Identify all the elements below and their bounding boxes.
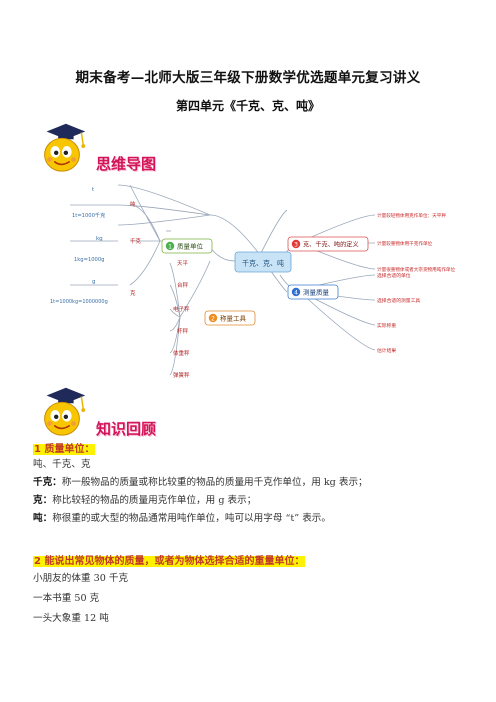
branch-method-node: [287, 284, 339, 300]
def-item: 计量很重物体或者大宗货物用吨作单位: [377, 266, 456, 273]
method-item: 选择合适的单位: [377, 272, 411, 279]
k1-line1: 千克：称一般物品的质量或称比较重的物品的质量用千克作单位，用 kg 表示；: [33, 477, 368, 488]
page-title: 期末备考—北师大版三年级下册数学优选题单元复习讲义: [75, 70, 421, 86]
unit-node-kg: 千克: [130, 237, 142, 245]
svg-text:4: 4: [294, 290, 298, 297]
k2-heading: 2 能说出常见物体的质量，或者为物体选择合适的重量单位：: [33, 556, 306, 567]
method-item: 估计结果: [377, 347, 396, 354]
section-mindmap-title: 思维导图: [96, 155, 157, 173]
unit-t: t: [92, 187, 95, 193]
svg-text:3: 3: [294, 242, 298, 249]
tool-item: 杆秤: [177, 327, 189, 335]
branch-tools-label: 称量工具: [220, 314, 247, 323]
tool-item: 天平: [177, 260, 189, 267]
def-item: 计量较轻物体用克作单位：天平秤: [377, 212, 446, 219]
svg-text:1: 1: [168, 244, 172, 251]
method-item: 实际称重: [377, 322, 396, 329]
unit-rel-ton: 1t=1000千克: [72, 211, 105, 219]
def-item: 计量较重物体用千克作单位: [377, 240, 433, 247]
k1-line2: 克：称比较轻的物品的质量用克作单位，用 g 表示；: [33, 495, 257, 506]
unit-node-ton: 吨: [130, 200, 136, 208]
k2-line: 一头大象重 12 吨: [33, 613, 109, 624]
mind-map: 千克、克、吨 1 质量单位 t 吨 1t=1000千克 kg 千克 1kg=10…: [50, 184, 456, 379]
svg-text:2: 2: [211, 316, 215, 323]
branch-defs-label: 克、千克、吨的定义: [303, 241, 359, 249]
branch-defs-node: [287, 236, 369, 252]
mindmap-center-label: 千克、克、吨: [242, 259, 284, 268]
tool-item: 体重秤: [173, 349, 190, 357]
section-review-title: 知识回顾: [96, 420, 157, 438]
tool-item: 弹簧秤: [173, 371, 190, 379]
unit-g: g: [92, 279, 96, 285]
unit-node-g: 克: [130, 290, 136, 297]
method-item: 选择合适的测量工具: [377, 297, 420, 304]
k1-heading: 1 质量单位：: [33, 444, 96, 455]
branch-units-number: [165, 241, 175, 251]
tool-item: 台秤: [177, 281, 189, 289]
branch-units-node: [161, 238, 213, 254]
branch-tools-node: [204, 310, 256, 326]
mindmap-center-node: [234, 251, 292, 273]
mascot-icon: [44, 387, 86, 436]
page-subtitle: 第四单元《千克、克、吨》: [175, 99, 320, 113]
unit-rel-kg: 1kg=1000g: [74, 257, 104, 263]
branch-units-label: 质量单位: [177, 242, 204, 251]
k1-line3: 吨：称很重的或大型的物品通常用吨作单位，吨可以用字母 “t” 表示。: [33, 513, 331, 524]
k1-line0: 吨、千克、克: [33, 459, 91, 470]
unit-kg: kg: [96, 236, 103, 242]
unit-rel-g: 1t=1000kg=1000000g: [50, 299, 108, 305]
branch-method-label: 测量质量: [303, 288, 330, 297]
k2-line: 小朋友的体重 30 千克: [33, 573, 129, 584]
k2-line: 一本书重 50 克: [33, 593, 100, 604]
mascot-icon: [44, 123, 86, 172]
tool-item: 电子秤: [173, 305, 190, 313]
